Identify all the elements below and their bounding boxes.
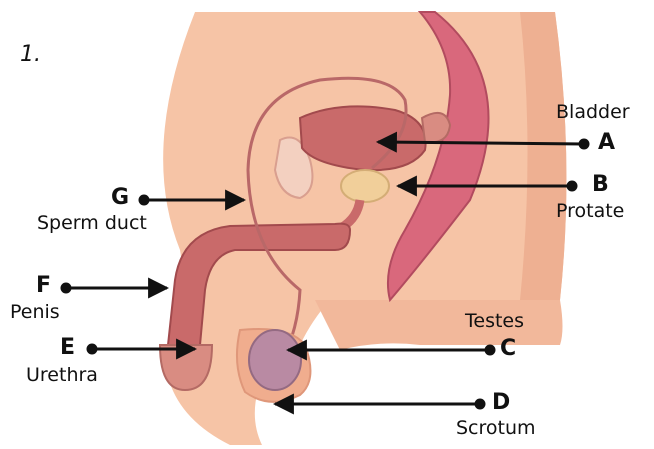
label-b-letter: B — [592, 172, 609, 197]
label-d-letter: D — [492, 390, 510, 415]
label-c-letter: C — [500, 336, 516, 361]
label-a-name: Bladder — [556, 101, 630, 123]
label-g-name: Sperm duct — [37, 212, 147, 234]
seminal-vesicle — [422, 113, 450, 143]
testis — [249, 330, 301, 390]
label-c-name: Testes — [465, 310, 524, 332]
label-g-letter: G — [111, 185, 129, 210]
label-d-name: Scrotum — [456, 417, 536, 439]
thigh-skin — [315, 300, 563, 350]
label-f-name: Penis — [10, 301, 60, 323]
label-b-name: Protate — [556, 200, 624, 222]
label-f-letter: F — [36, 273, 51, 298]
label-e-name: Urethra — [26, 364, 98, 386]
label-a-letter: A — [598, 130, 615, 155]
prostate — [341, 170, 389, 202]
label-e-letter: E — [60, 335, 75, 360]
figure-number: 1. — [20, 42, 41, 67]
